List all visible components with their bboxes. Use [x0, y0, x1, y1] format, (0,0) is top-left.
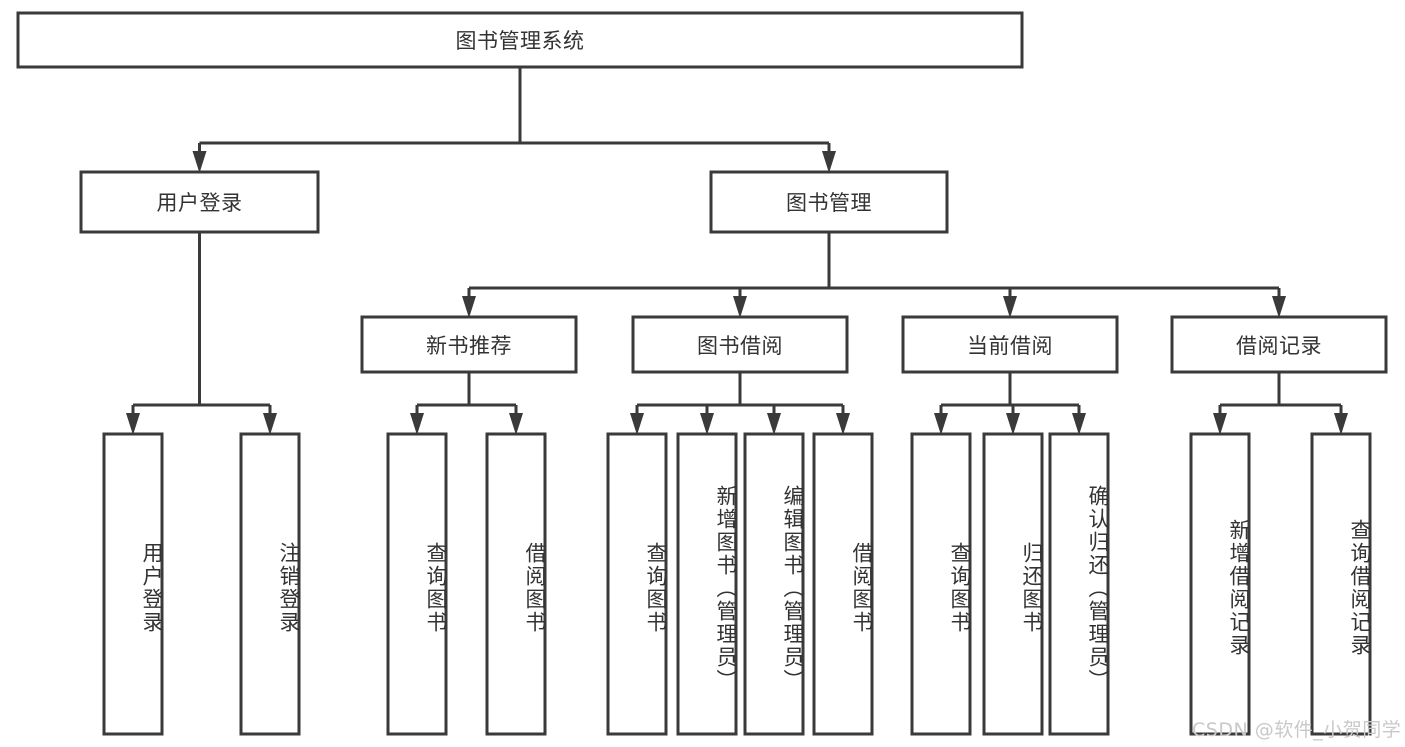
node-box-root[interactable]: [16, 11, 1024, 69]
connector-arrowhead-icon: [1213, 413, 1227, 435]
node-box-leaf-add-book[interactable]: [676, 432, 738, 736]
connector-arrowhead-icon: [126, 413, 140, 435]
node-box-l3-borrow-record[interactable]: [1170, 315, 1388, 374]
connector-layer: [126, 67, 1348, 435]
node-box-leaf-query-record[interactable]: [1310, 432, 1372, 736]
node-box-l3-new-book-rec[interactable]: [360, 315, 578, 374]
node-box-l3-current-borrow[interactable]: [901, 315, 1119, 374]
connector-arrowhead-icon: [263, 413, 277, 435]
connector-arrowhead-icon: [1072, 413, 1086, 435]
connector-arrowhead-icon: [509, 413, 523, 435]
node-box-leaf-return-book[interactable]: [982, 432, 1044, 736]
watermark-text: CSDN @软件_小贺同学: [1192, 719, 1402, 741]
connector-arrowhead-icon: [822, 151, 836, 173]
connector-arrowhead-icon: [934, 413, 948, 435]
connector-arrowhead-icon: [1003, 296, 1017, 318]
connector-arrowhead-icon: [700, 413, 714, 435]
connector-arrowhead-icon: [410, 413, 424, 435]
node-box-leaf-user-login[interactable]: [102, 432, 164, 736]
node-box-layer: [16, 11, 1388, 736]
connector-arrowhead-icon: [1006, 413, 1020, 435]
connector-arrowhead-icon: [630, 413, 644, 435]
node-box-leaf-borrow-book-2[interactable]: [812, 432, 874, 736]
connector-arrowhead-icon: [767, 413, 781, 435]
connector-arrowhead-icon: [192, 151, 207, 173]
node-box-leaf-borrow-book-1[interactable]: [485, 432, 547, 736]
node-box-leaf-query-book-1[interactable]: [386, 432, 448, 736]
connector-arrowhead-icon: [1334, 413, 1348, 435]
connector-arrowhead-icon: [462, 296, 476, 318]
connector-arrowhead-icon: [733, 296, 747, 318]
node-box-l3-book-borrow[interactable]: [631, 315, 849, 374]
node-box-leaf-add-record[interactable]: [1189, 432, 1251, 736]
node-box-leaf-query-book-2[interactable]: [606, 432, 668, 736]
node-box-l2-user-login[interactable]: [79, 170, 320, 234]
connector-arrowhead-icon: [1272, 296, 1286, 318]
node-box-leaf-logout[interactable]: [239, 432, 301, 736]
node-box-leaf-confirm-return[interactable]: [1048, 432, 1110, 736]
node-box-l2-book-manage[interactable]: [709, 170, 949, 234]
connector-arrowhead-icon: [836, 413, 850, 435]
node-box-leaf-query-book-3[interactable]: [910, 432, 972, 736]
node-box-leaf-edit-book[interactable]: [743, 432, 805, 736]
